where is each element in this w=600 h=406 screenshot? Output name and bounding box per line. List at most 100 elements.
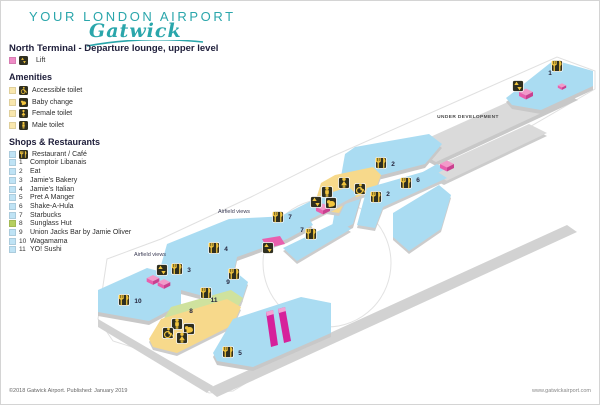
map-marker-lift (156, 264, 168, 276)
legend-shop-item: 7 Starbucks (9, 211, 179, 219)
lift-icon (19, 56, 32, 65)
legend-label: Comptoir Libanais (30, 159, 87, 167)
map-marker-accessible (354, 183, 366, 195)
shop-number: 10 (19, 237, 27, 245)
map-base-edge (207, 225, 577, 397)
male-icon (19, 120, 28, 130)
map-marker-number: 7 (300, 227, 304, 234)
lift-box (557, 83, 567, 90)
map-label: UNDER DEVELOPMENT (437, 114, 499, 120)
legend-shop-item: 2 Eat (9, 168, 179, 176)
lift-swatch (9, 57, 16, 64)
map-marker-restaurant-11 (200, 287, 212, 299)
shop-number: 2 (19, 168, 23, 176)
map-marker-baby (325, 197, 337, 209)
map-label: Airfield views (134, 252, 166, 258)
escalator (266, 307, 291, 347)
map-marker-number: 6 (416, 177, 420, 184)
map-marker-restaurant-7 (272, 211, 284, 223)
lift-icon (19, 56, 28, 65)
map-marker-number: 1 (548, 70, 552, 77)
map-label: Airfield views (218, 209, 250, 215)
map-marker-number: 7 (288, 214, 292, 221)
shop-number: 11 (19, 246, 26, 254)
amenity-swatch (9, 121, 16, 129)
map-marker-lift (262, 242, 274, 254)
shop-swatch (9, 168, 16, 176)
legend-label: Jamie's Bakery (30, 176, 78, 184)
shop-swatch (9, 202, 16, 210)
lift-box (146, 274, 160, 285)
map-marker-number: 5 (238, 350, 242, 357)
amenity-swatch (9, 87, 16, 94)
shop-swatch (9, 185, 16, 193)
legend-shop-item: 3 Jamie's Bakery (9, 176, 179, 185)
amenity-swatch (9, 110, 16, 117)
brand-tagline: YOUR LONDON AIRPORT (29, 9, 236, 24)
legend-shop-item: 9 Union Jacks Bar by Jamie Oliver (9, 228, 179, 237)
restaurant-icon (19, 149, 28, 159)
brand-swoosh (86, 40, 204, 47)
shop-number: 9 (19, 228, 23, 236)
map-marker-baby (183, 323, 195, 335)
shop-swatch (9, 150, 16, 158)
map-area-right-arc (393, 185, 451, 251)
shop-number: 8 (19, 220, 23, 228)
map-marker-number: 9 (226, 279, 230, 286)
map-marker-number: 3 (187, 267, 191, 274)
legend-label: Pret A Manger (30, 194, 75, 202)
legend-label: Restaurant / Café (32, 150, 87, 158)
legend-label: Shake-A-Hula (30, 202, 74, 210)
shop-number: 7 (19, 211, 23, 219)
legend-label: Lift (36, 57, 46, 64)
shops-heading: Shops & Restaurants (9, 136, 101, 147)
lift-box (440, 160, 454, 172)
shop-number: 1 (19, 159, 23, 167)
map-area-eat (332, 134, 442, 230)
amenity-swatch (9, 98, 16, 106)
brand-logo: Gatwick (89, 20, 182, 42)
map-marker-restaurant-1 (551, 60, 563, 72)
shop-number: 4 (19, 185, 23, 193)
legend-amenity-baby: Baby change (9, 97, 179, 107)
map-marker-restaurant-9 (228, 268, 240, 280)
legend-label: Sunglass Hut (30, 220, 72, 228)
shop-swatch (9, 246, 16, 254)
shop-swatch (9, 237, 16, 245)
map-marker-number: 2 (386, 191, 390, 198)
map-marker-number: 2 (391, 161, 395, 168)
female-icon (19, 109, 28, 118)
legend-label: Starbucks (30, 211, 62, 219)
shop-swatch (9, 228, 16, 236)
map-marker-restaurant-6 (400, 177, 412, 189)
shop-number: 3 (19, 176, 23, 184)
shop-number: 6 (19, 202, 23, 210)
map-marker-accessible (162, 327, 174, 339)
map-marker-number: 4 (224, 246, 228, 253)
legend-shop-item: 6 Shake-A-Hula (9, 202, 179, 211)
legend-shop-item: 8 Sunglass Hut (9, 220, 179, 228)
map-marker-restaurant-4 (208, 242, 220, 254)
accessible-icon (19, 86, 28, 95)
map-marker-restaurant-3 (171, 263, 183, 275)
map-marker-female (338, 177, 350, 189)
shop-swatch (9, 194, 16, 202)
map-marker-restaurant-10 (118, 294, 130, 306)
legend-label: Eat (30, 168, 41, 176)
legend-lift-row: Lift (9, 56, 179, 65)
map-area-toilets-lower (149, 299, 241, 353)
map-marker-number: 10 (134, 298, 142, 305)
page-title: North Terminal - Departure lounge, upper… (9, 43, 219, 54)
legend-label: Female toilet (32, 110, 73, 117)
legend-amenity-female: Female toilet (9, 109, 179, 118)
lift-box (157, 278, 171, 289)
map-area-shake-a-hula (357, 169, 447, 228)
legend-amenity-male: Male toilet (9, 120, 179, 130)
shop-swatch (9, 211, 16, 219)
legend-label: Union Jacks Bar by Jamie Oliver (30, 228, 132, 236)
